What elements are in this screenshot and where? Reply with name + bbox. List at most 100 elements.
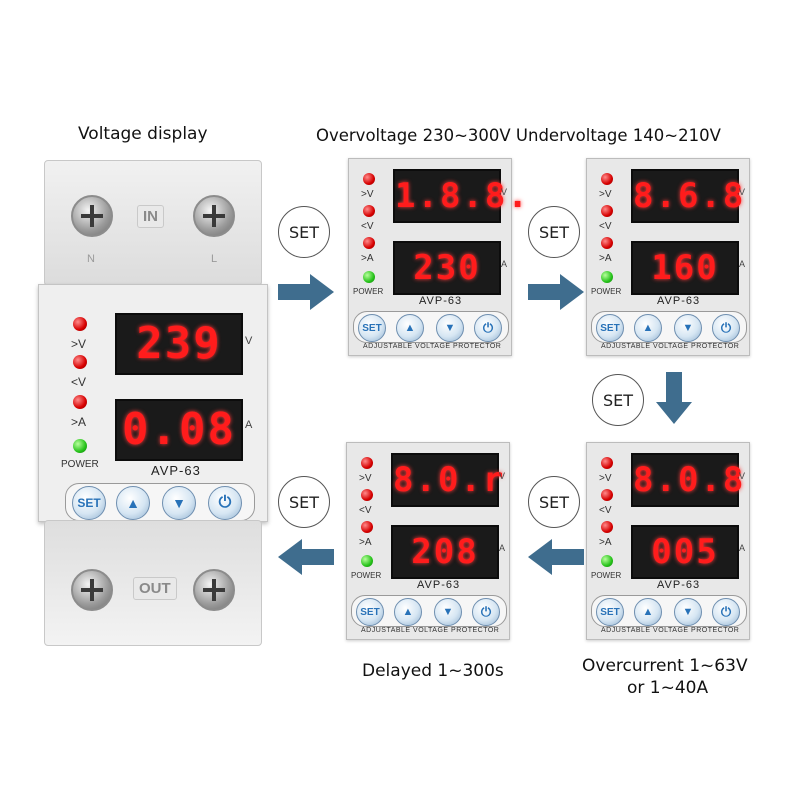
arrow-left-icon (278, 539, 334, 575)
led-label-overvoltage: >V (359, 473, 372, 484)
power-button[interactable]: ⏻ (472, 598, 500, 626)
set-step-circle: SET (278, 206, 330, 258)
led-label-overvoltage: >V (599, 189, 612, 200)
main-device: IN N L >V <V >A POWER 239 V 0.08 A AVP-6… (38, 160, 268, 646)
arrow-right-icon (278, 274, 334, 310)
led-undervoltage-icon (601, 205, 613, 217)
terminal-out-label: OUT (133, 577, 177, 600)
current-display: 005 (631, 525, 739, 579)
down-button[interactable]: ▼ (674, 314, 702, 342)
voltage-display: 8.0.r (391, 453, 503, 507)
screw-icon (71, 195, 113, 237)
led-overvoltage-icon (361, 457, 373, 469)
current-display: 230 (393, 241, 501, 295)
up-button[interactable]: ▲ (394, 598, 422, 626)
device-top-housing: IN N L (44, 160, 262, 286)
led-label-overcurrent: >A (359, 537, 372, 548)
led-label-undervoltage: <V (71, 375, 87, 389)
led-label-overcurrent: >A (361, 253, 374, 264)
led-overcurrent-icon (363, 237, 375, 249)
power-button[interactable]: ⏻ (712, 314, 740, 342)
panel-undervoltage: >V <V >A POWER 8.6.8 V 160 A AVP-63 SET … (586, 158, 750, 356)
unit-v-label: V (739, 471, 746, 481)
up-button[interactable]: ▲ (116, 486, 150, 520)
model-label: AVP-63 (151, 463, 201, 478)
up-button[interactable]: ▲ (396, 314, 424, 342)
unit-v-label: V (501, 187, 508, 197)
panel-overcurrent: >V <V >A POWER 8.0.8 V 005 A AVP-63 SET … (586, 442, 750, 640)
button-bar: SET ▲ ▼ ⏻ (353, 311, 509, 343)
current-display: 0.08 (115, 399, 243, 461)
led-overvoltage-icon (363, 173, 375, 185)
led-power-icon (601, 271, 613, 283)
down-button[interactable]: ▼ (674, 598, 702, 626)
set-step-circle: SET (528, 206, 580, 258)
led-power-icon (73, 439, 87, 453)
led-power-icon (601, 555, 613, 567)
power-button[interactable]: ⏻ (712, 598, 740, 626)
led-label-power: POWER (591, 571, 622, 580)
caption-voltage-display: Voltage display (78, 124, 208, 144)
device-bottom-housing: OUT (44, 520, 262, 646)
button-bar: SET ▲ ▼ ⏻ (591, 311, 747, 343)
down-button[interactable]: ▼ (434, 598, 462, 626)
model-label: AVP-63 (657, 579, 701, 591)
up-button[interactable]: ▲ (634, 314, 662, 342)
led-label-undervoltage: <V (359, 505, 372, 516)
model-label: AVP-63 (657, 295, 701, 307)
led-overcurrent-icon (601, 237, 613, 249)
led-label-power: POWER (61, 459, 99, 470)
set-button[interactable]: SET (596, 598, 624, 626)
device-footer-label: ADJUSTABLE VOLTAGE PROTECTOR (601, 627, 740, 634)
led-overvoltage-icon (601, 457, 613, 469)
led-undervoltage-icon (361, 489, 373, 501)
screw-icon (71, 569, 113, 611)
device-front-face: >V <V >A POWER 239 V 0.08 A AVP-63 SET ▲… (38, 284, 268, 532)
led-label-power: POWER (353, 287, 384, 296)
led-label-power: POWER (591, 287, 622, 296)
unit-a-label: A (739, 259, 746, 269)
caption-delayed: Delayed 1~300s (362, 661, 504, 681)
arrow-right-icon (528, 274, 584, 310)
unit-a-label: A (739, 543, 746, 553)
terminal-n-label: N (87, 253, 95, 265)
led-undervoltage-icon (363, 205, 375, 217)
set-button[interactable]: SET (358, 314, 386, 342)
led-overcurrent-icon (361, 521, 373, 533)
voltage-display: 1.8.8. (393, 169, 528, 223)
set-step-circle: SET (592, 374, 644, 426)
led-undervoltage-icon (601, 489, 613, 501)
led-overvoltage-icon (601, 173, 613, 185)
unit-a-label: A (245, 419, 253, 431)
set-button[interactable]: SET (356, 598, 384, 626)
down-button[interactable]: ▼ (162, 486, 196, 520)
device-footer-label: ADJUSTABLE VOLTAGE PROTECTOR (601, 343, 740, 350)
unit-a-label: A (499, 543, 506, 553)
button-bar: SET ▲ ▼ ⏻ (351, 595, 507, 627)
down-button[interactable]: ▼ (436, 314, 464, 342)
current-display: 208 (391, 525, 499, 579)
arrow-left-icon (528, 539, 584, 575)
led-label-undervoltage: <V (599, 221, 612, 232)
led-label-overvoltage: >V (599, 473, 612, 484)
set-button[interactable]: SET (72, 486, 106, 520)
model-label: AVP-63 (417, 579, 461, 591)
power-button[interactable]: ⏻ (208, 486, 242, 520)
led-overcurrent-icon (601, 521, 613, 533)
led-power-icon (363, 271, 375, 283)
led-label-overcurrent: >A (71, 415, 87, 429)
unit-a-label: A (501, 259, 508, 269)
button-bar: SET ▲ ▼ ⏻ (65, 483, 255, 521)
led-power-icon (361, 555, 373, 567)
up-button[interactable]: ▲ (634, 598, 662, 626)
caption-over-under-voltage: Overvoltage 230~300V Undervoltage 140~21… (316, 126, 721, 145)
power-button[interactable]: ⏻ (474, 314, 502, 342)
unit-v-label: V (499, 471, 506, 481)
button-bar: SET ▲ ▼ ⏻ (591, 595, 747, 627)
voltage-display: 8.0.8 (631, 453, 743, 507)
set-button[interactable]: SET (596, 314, 624, 342)
caption-overcurrent-line1: Overcurrent 1~63V (582, 656, 748, 676)
device-footer-label: ADJUSTABLE VOLTAGE PROTECTOR (361, 627, 500, 634)
led-label-overvoltage: >V (361, 189, 374, 200)
led-label-power: POWER (351, 571, 382, 580)
